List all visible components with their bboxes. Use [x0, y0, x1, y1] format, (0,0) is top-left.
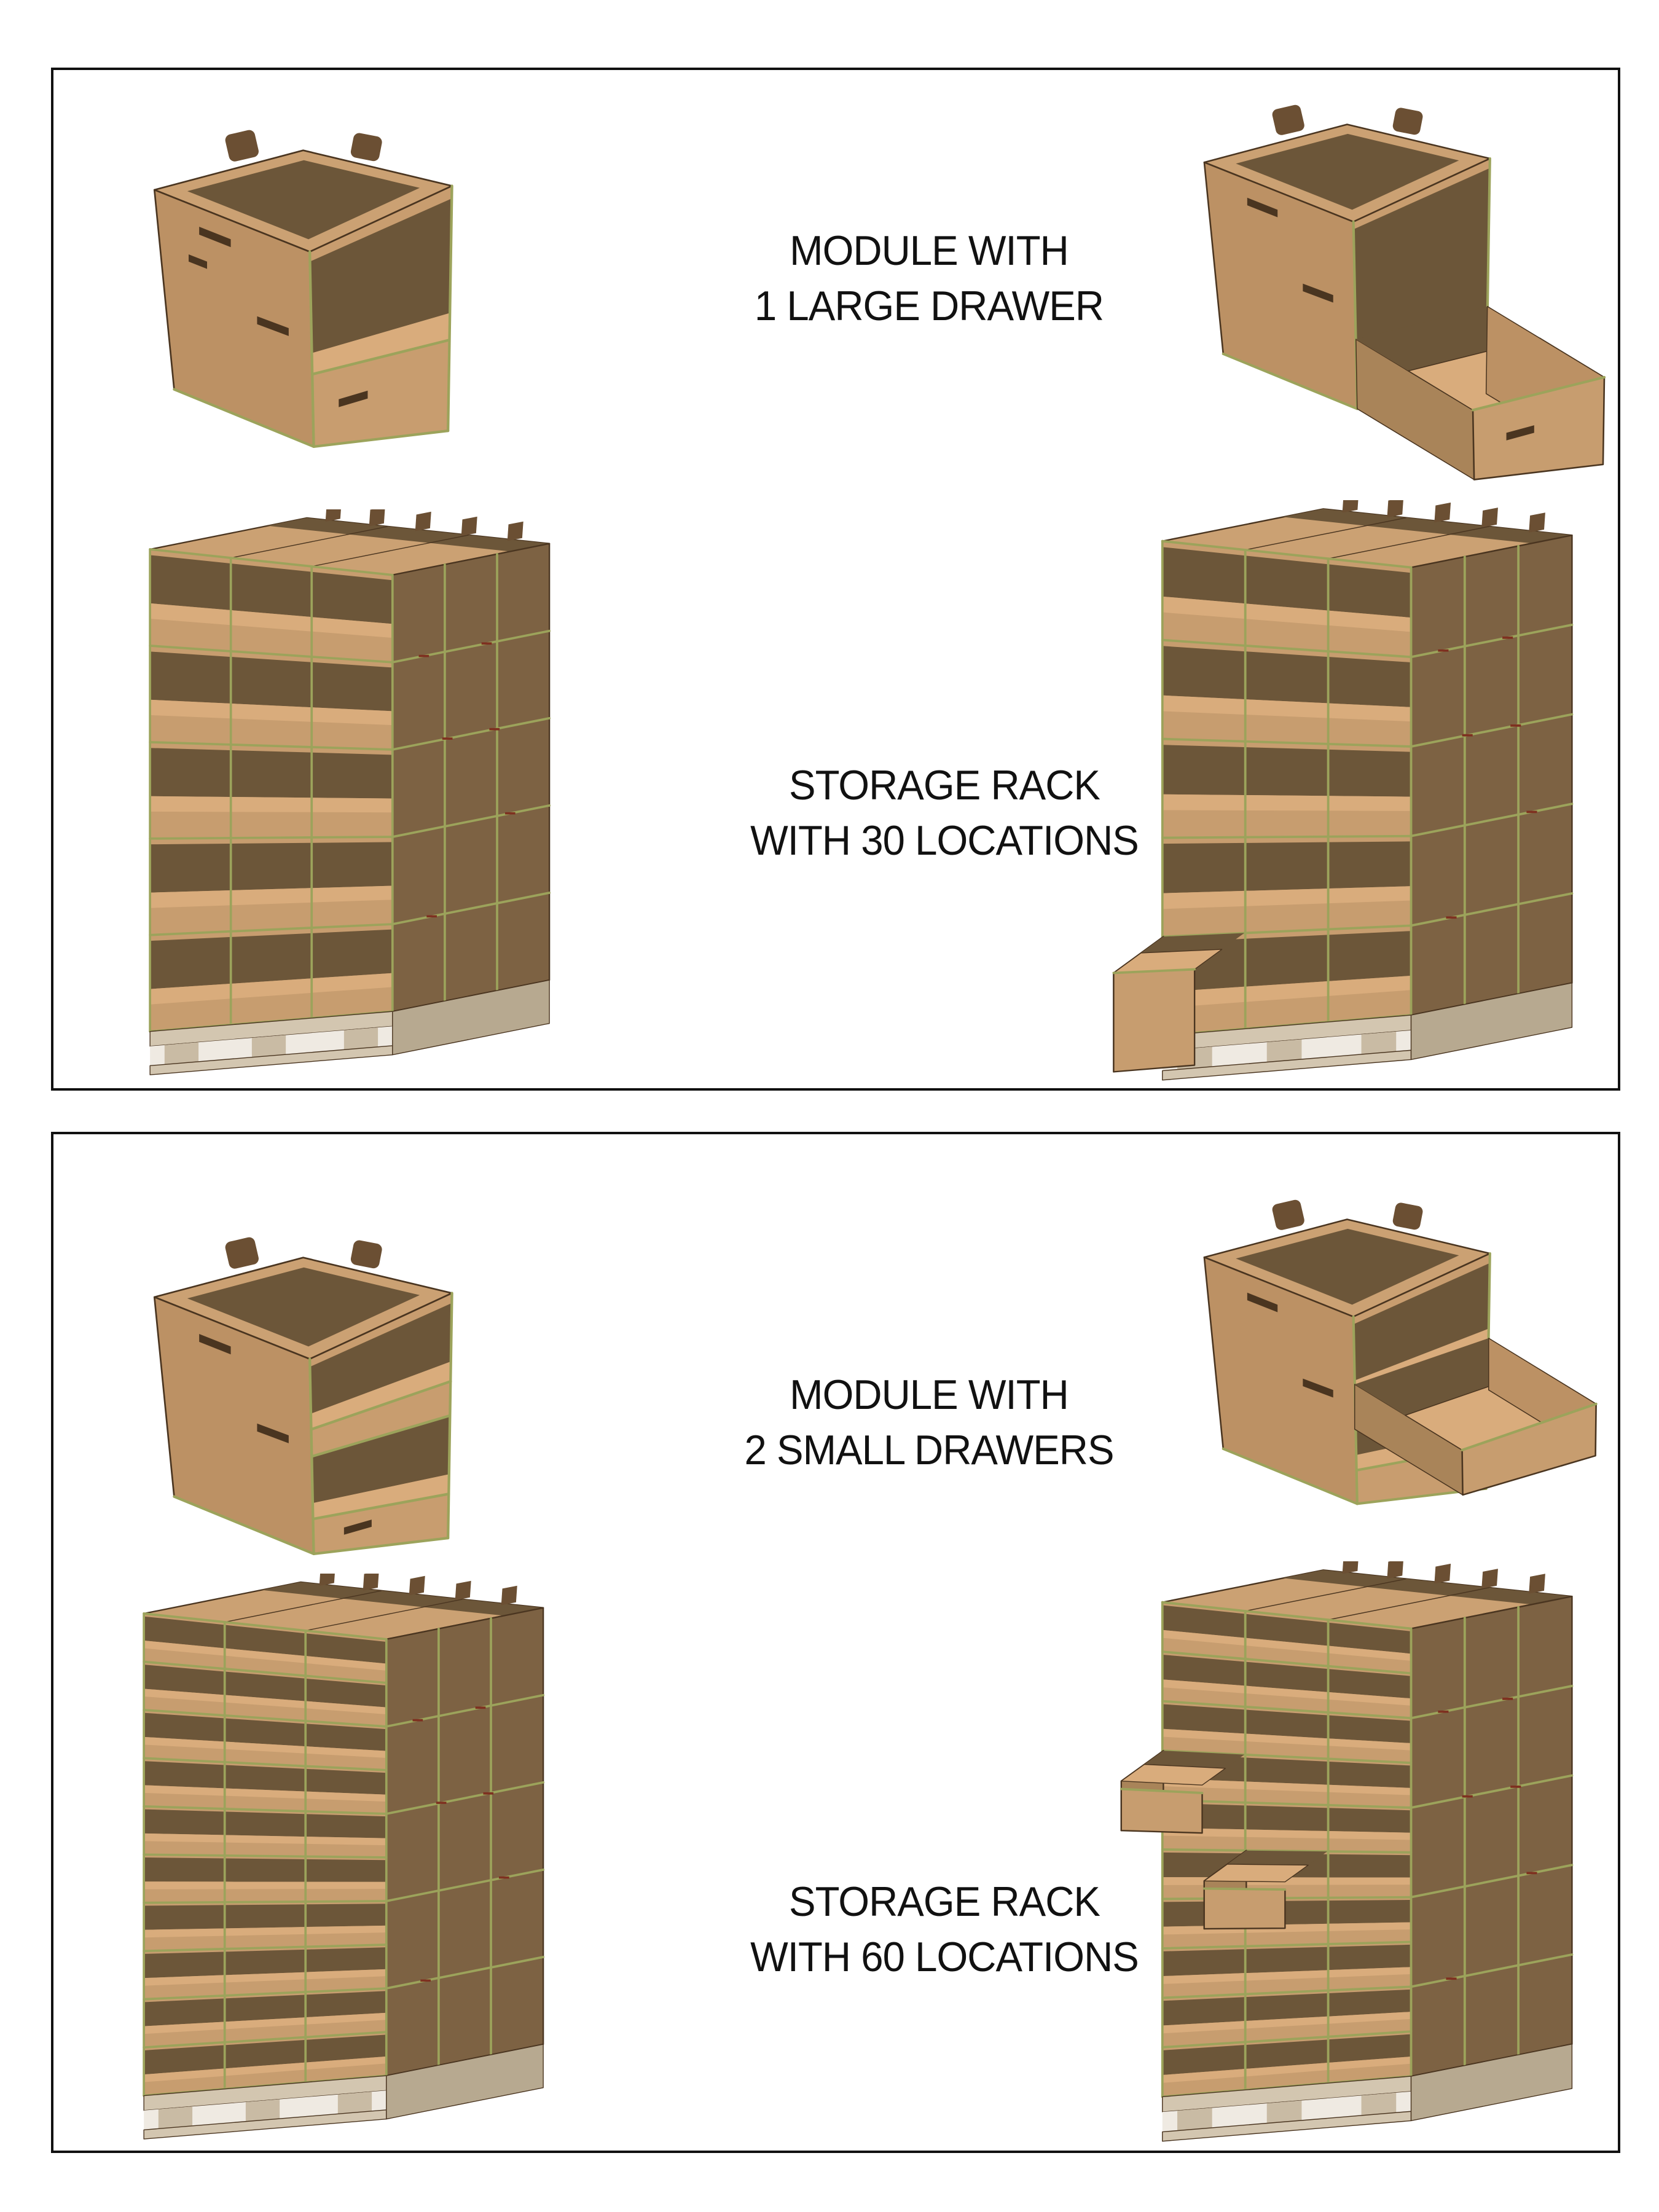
module-1-open-drawing	[1203, 104, 1606, 480]
bin-opening	[310, 198, 452, 374]
upper-bin	[310, 1303, 452, 1457]
storage-rack-60-closed-render	[81, 1574, 560, 2144]
caption-line: WITH 60 LOCATIONS	[750, 1933, 1139, 1980]
stacking-slots	[1247, 197, 1333, 303]
panel-large-drawer: MODULE WITH 1 LARGE DRAWER	[51, 68, 1620, 1091]
module-1-large-drawer-open-render	[1184, 92, 1626, 490]
caption-rack-60: STORAGE RACK WITH 60 LOCATIONS	[620, 1875, 1269, 1985]
rack-60-open-drawing	[1120, 1561, 1574, 2142]
pulled-scoop-drawer	[1354, 1338, 1598, 1496]
module-2-small-drawers-closed-render	[133, 1223, 502, 1592]
caption-line: MODULE WITH	[790, 227, 1069, 274]
module-2-small-drawers-open-render	[1184, 1186, 1626, 1585]
caption-line: STORAGE RACK	[788, 762, 1100, 809]
module-1-large-drawer-closed-render	[133, 116, 502, 485]
stacking-tabs	[225, 1237, 382, 1269]
module-box	[153, 1237, 453, 1556]
rack-30-drawing	[149, 509, 551, 1075]
caption-line: 1 LARGE DRAWER	[754, 282, 1104, 329]
caption-line: MODULE WITH	[790, 1371, 1069, 1418]
caption-line: STORAGE RACK	[788, 1878, 1100, 1925]
storage-rack-30-closed-render	[87, 509, 567, 1080]
caption-line: 2 SMALL DRAWERS	[744, 1426, 1114, 1473]
module-1-closed-drawing	[153, 130, 453, 448]
module-2-closed-drawing	[153, 1237, 453, 1556]
rack-60-drawing	[143, 1574, 544, 2139]
stacking-slots	[199, 1334, 289, 1443]
stacking-tabs	[1272, 104, 1423, 135]
caption-module-2: MODULE WITH 2 SMALL DRAWERS	[619, 1368, 1239, 1478]
stacking-slots	[1247, 1292, 1333, 1398]
stacking-tabs	[1272, 1199, 1423, 1230]
panel-small-drawers: MODULE WITH 2 SMALL DRAWERS	[51, 1132, 1620, 2153]
caption-rack-30: STORAGE RACK WITH 30 LOCATIONS	[620, 758, 1269, 869]
rack-30-open-drawing	[1112, 500, 1574, 1081]
caption-module-1: MODULE WITH 1 LARGE DRAWER	[619, 224, 1239, 334]
pulled-drawer	[1355, 305, 1606, 480]
module-box	[153, 130, 453, 448]
lower-bin	[312, 1415, 450, 1555]
storage-rack-30-open-render	[1098, 500, 1590, 1085]
caption-line: WITH 30 LOCATIONS	[750, 817, 1139, 864]
storage-rack-60-open-render	[1098, 1561, 1590, 2146]
stacking-tabs	[225, 130, 382, 162]
module-2-open-drawing	[1203, 1199, 1598, 1505]
stacking-slots	[189, 227, 289, 336]
